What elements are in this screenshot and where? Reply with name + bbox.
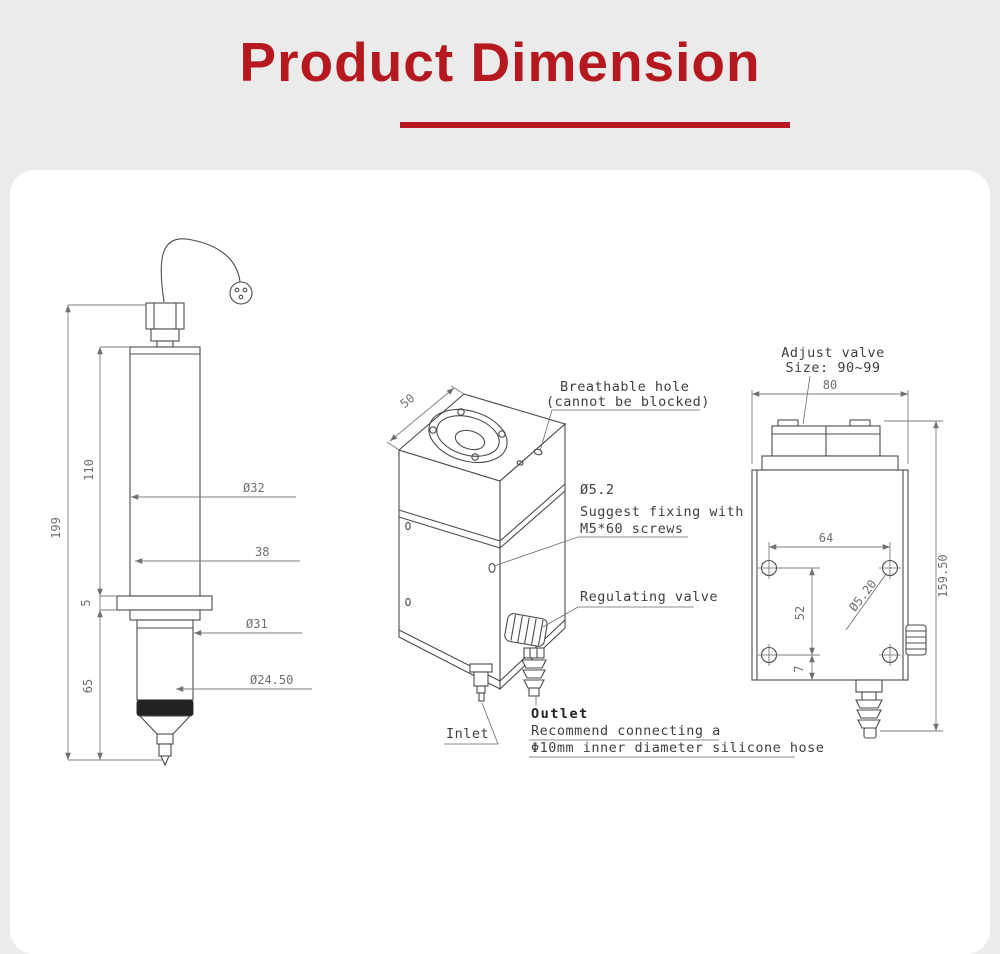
side-hole — [405, 597, 411, 607]
title-underline — [400, 122, 790, 128]
page-title: Product Dimension — [239, 31, 761, 93]
dim-body-height: 110 — [82, 459, 96, 481]
left-view-dimensions: 199 110 5 65 — [49, 304, 162, 761]
recess-screw-hole — [498, 430, 506, 438]
dim-total-height: 199 — [49, 517, 63, 539]
recess-screw-hole — [471, 453, 479, 461]
hole-spacing-v-dimension: 52 7 — [778, 567, 820, 680]
spindle-body — [116, 346, 213, 767]
front-view: Adjust valve Size: 90~99 80 — [751, 345, 950, 739]
dim-7: 7 — [792, 665, 806, 672]
dim-159-50: 159.50 — [936, 554, 950, 597]
dim-52: 52 — [793, 606, 807, 620]
outlet-note-line2: Recommend connecting a — [531, 723, 721, 739]
fixing-note-line3: M5*60 screws — [580, 521, 684, 537]
flange — [116, 595, 213, 611]
fixing-hole — [488, 563, 496, 573]
dim-50: 50 — [397, 391, 417, 411]
left-view-callouts: Ø32 38 Ø31 Ø24.50 — [131, 481, 312, 692]
hose-barb-fitting — [855, 679, 883, 739]
fixing-note-line1: Ø5.2 — [580, 482, 615, 498]
inlet-label: Inlet — [446, 726, 489, 742]
fixing-note-line2: Suggest fixing with — [580, 504, 744, 520]
adjust-valve-block — [761, 419, 899, 471]
nozzle-taper — [138, 715, 192, 735]
dim-tip-diameter: Ø24.50 — [250, 673, 293, 687]
hole-spacing-h-dimension: 64 — [768, 531, 891, 559]
adjust-valve-line2: Size: 90~99 — [786, 360, 881, 376]
front-width-dimension: 80 — [751, 378, 909, 464]
outlet-note-line3: Φ10mm inner diameter silicone hose — [531, 740, 824, 756]
o-ring — [136, 699, 194, 717]
recess-screw-hole — [457, 408, 465, 416]
dim-mid: 38 — [255, 545, 269, 559]
dim-body-diameter: Ø32 — [243, 481, 265, 495]
dim-80: 80 — [823, 378, 837, 392]
dim-lower-diameter: Ø31 — [246, 617, 268, 631]
breathable-hole — [533, 448, 543, 456]
cable — [160, 238, 241, 303]
iso-annotations: Breathable hole (cannot be blocked) Ø5.2… — [444, 379, 824, 758]
left-view-spindle: 199 110 5 65 Ø32 38 Ø31 Ø24.50 — [49, 238, 312, 767]
adjust-valve-line1: Adjust valve — [781, 345, 885, 361]
breathable-note-line2: (cannot be blocked) — [546, 394, 710, 410]
front-height-dimension: 159.50 — [880, 420, 950, 732]
block-front-face — [398, 449, 501, 690]
cable-connector — [229, 281, 253, 305]
regulating-valve-label: Regulating valve — [580, 589, 718, 605]
outlet-label: Outlet — [531, 706, 589, 722]
nozzle-tip — [158, 743, 172, 757]
breathable-note-line1: Breathable hole — [560, 379, 689, 395]
dim-flange-height: 5 — [79, 599, 93, 606]
front-body — [751, 469, 909, 681]
regulating-valve-knob — [504, 613, 548, 647]
dim-64: 64 — [819, 531, 833, 545]
inlet-fitting — [469, 663, 493, 702]
cable-gland — [145, 302, 185, 348]
page-header: Product Dimension — [0, 0, 1000, 172]
dim-lower-height: 65 — [81, 679, 95, 693]
mounting-holes — [758, 557, 901, 666]
side-hole — [405, 521, 411, 531]
side-knob — [905, 624, 927, 656]
small-top-hole — [516, 460, 524, 466]
outlet-fitting — [521, 647, 547, 697]
